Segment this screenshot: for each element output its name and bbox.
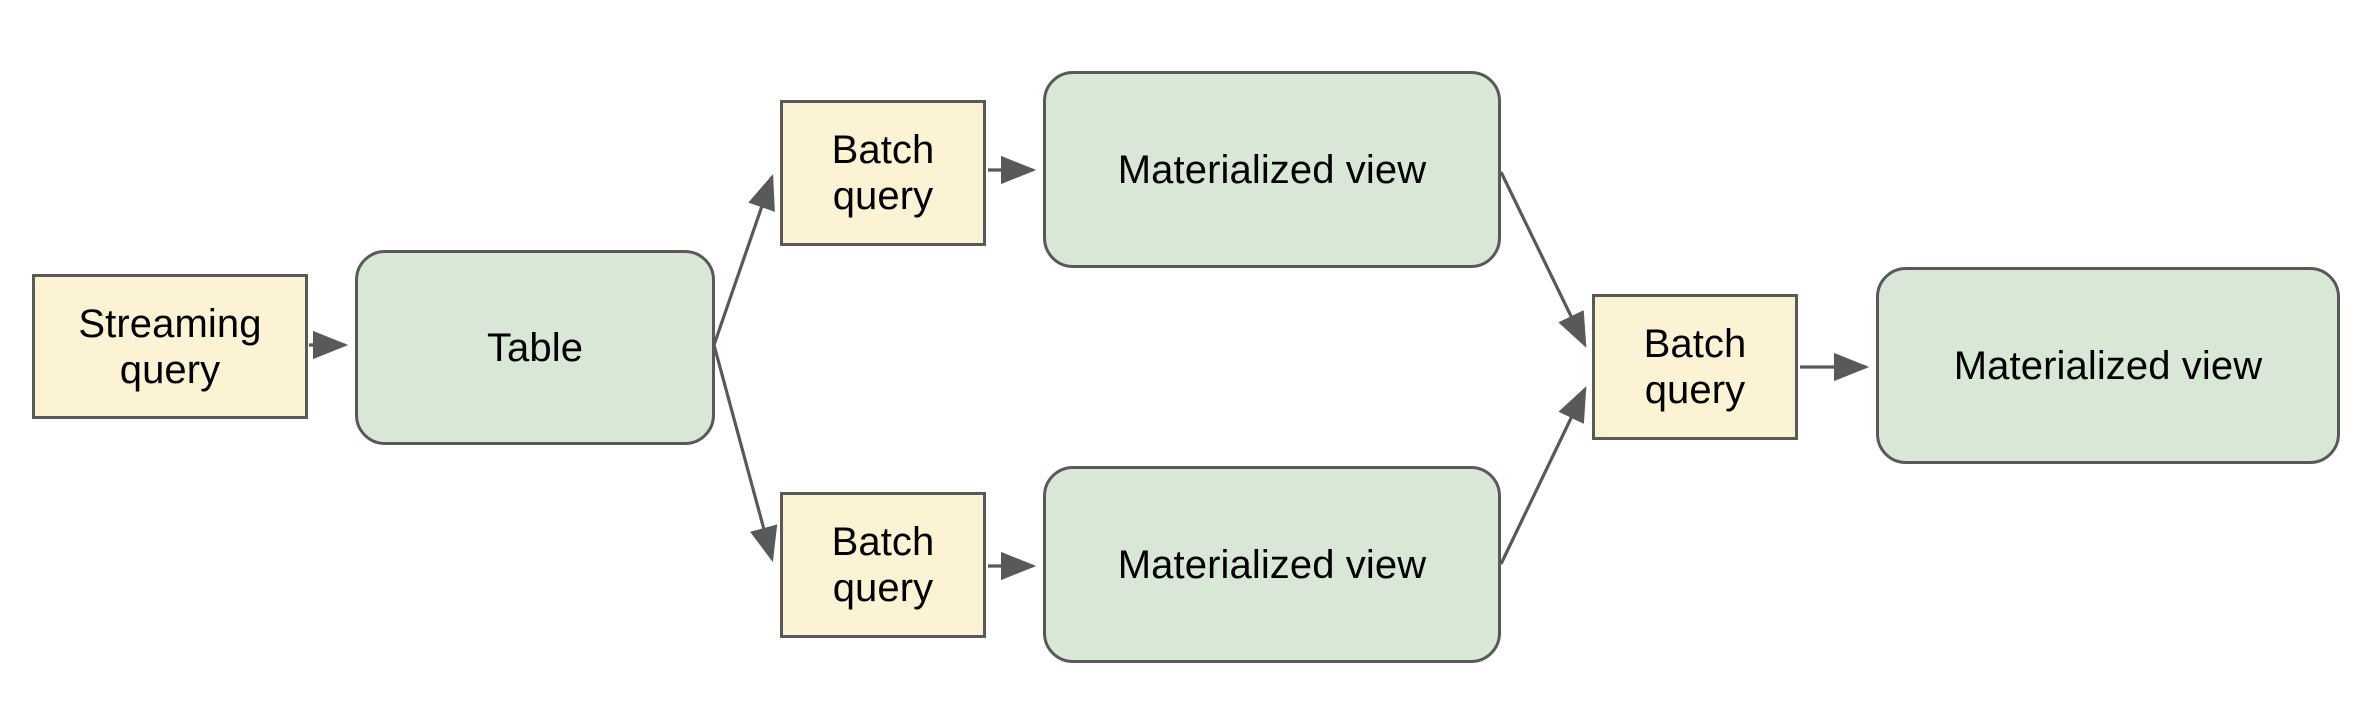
edge-mv-top-to-batch-join — [1499, 171, 1587, 348]
node-batch-query-bottom[interactable]: Batch query — [780, 492, 986, 638]
node-batch-query-join[interactable]: Batch query — [1592, 294, 1798, 440]
edge-table-to-batch-top — [712, 173, 775, 346]
node-streaming-query[interactable]: Streaming query — [32, 274, 308, 419]
node-materialized-view-final[interactable]: Materialized view — [1876, 267, 2340, 464]
edge-table-to-batch-bottom — [712, 344, 778, 563]
node-materialized-view-bottom[interactable]: Materialized view — [1043, 466, 1501, 663]
node-table[interactable]: Table — [355, 250, 715, 445]
node-materialized-view-top[interactable]: Materialized view — [1043, 71, 1501, 268]
edge-mv-bottom-to-batch-join — [1499, 386, 1587, 565]
node-batch-query-top[interactable]: Batch query — [780, 100, 986, 246]
